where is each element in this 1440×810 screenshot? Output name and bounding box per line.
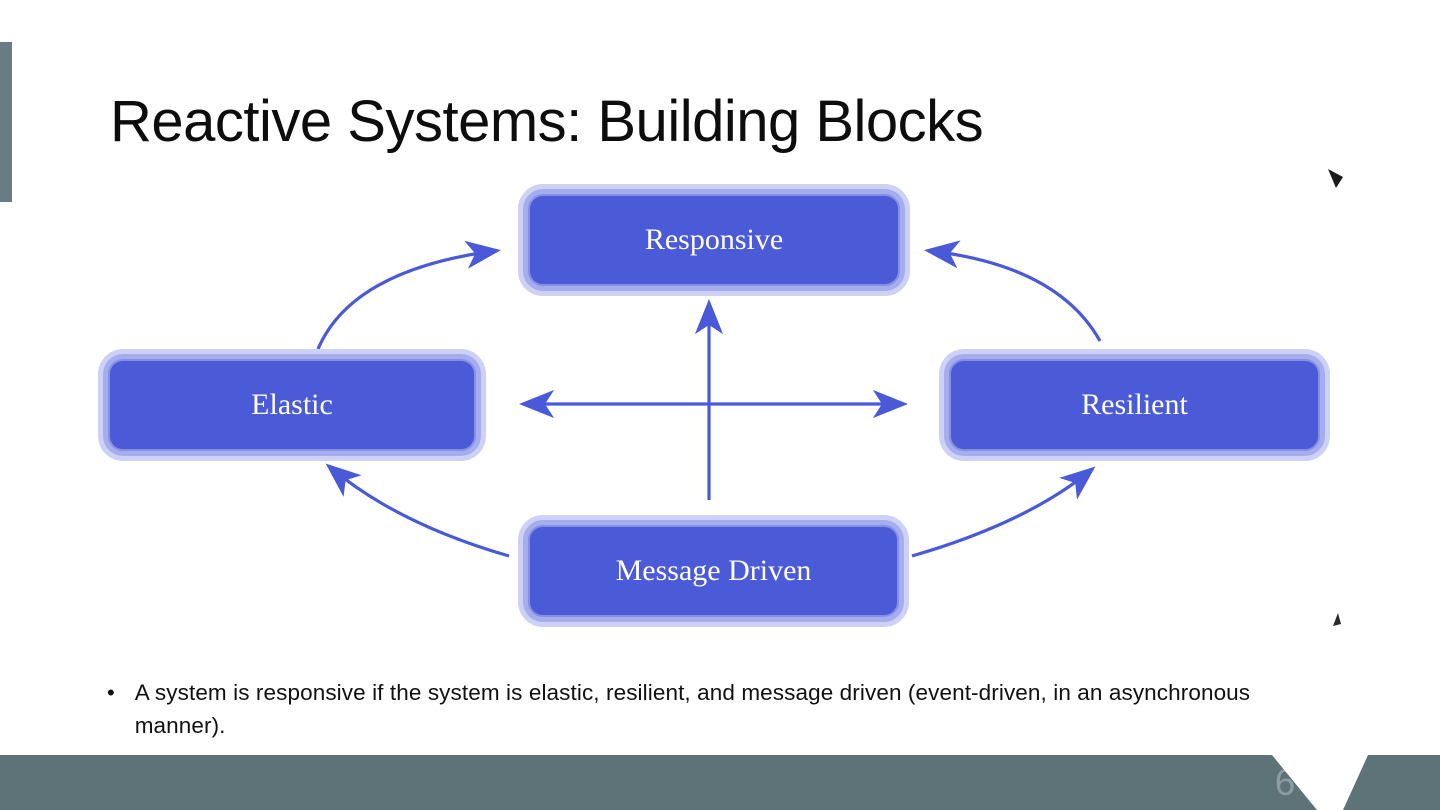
page-number: 6 xyxy=(1274,761,1296,803)
bullet-text: A system is responsive if the system is … xyxy=(134,680,1251,738)
arrow-message-driven-to-resilient xyxy=(911,466,1096,558)
left-accent-bar xyxy=(0,42,12,202)
node-message-driven-label: Message Driven xyxy=(615,554,812,587)
node-elastic: Elastic xyxy=(108,359,476,451)
node-elastic-label: Elastic xyxy=(251,388,333,421)
node-resilient: Resilient xyxy=(949,359,1320,451)
arrow-elastic-to-responsive xyxy=(316,240,501,350)
slide-title: Reactive Systems: Building Blocks xyxy=(110,89,984,154)
node-resilient-label: Resilient xyxy=(1081,388,1188,421)
footer-bar xyxy=(0,755,1440,810)
small-tick-icon xyxy=(1333,613,1341,626)
arrow-message-driven-to-elastic xyxy=(325,463,510,558)
corner-wedge-icon xyxy=(1328,169,1343,188)
node-responsive: Responsive xyxy=(528,194,900,286)
node-responsive-label: Responsive xyxy=(644,223,784,256)
node-message-driven: Message Driven xyxy=(528,525,899,617)
arrow-resilient-to-responsive xyxy=(924,240,1102,342)
bullet-item: • A system is responsive if the system i… xyxy=(107,676,1297,742)
bullet-marker: • xyxy=(107,680,115,705)
